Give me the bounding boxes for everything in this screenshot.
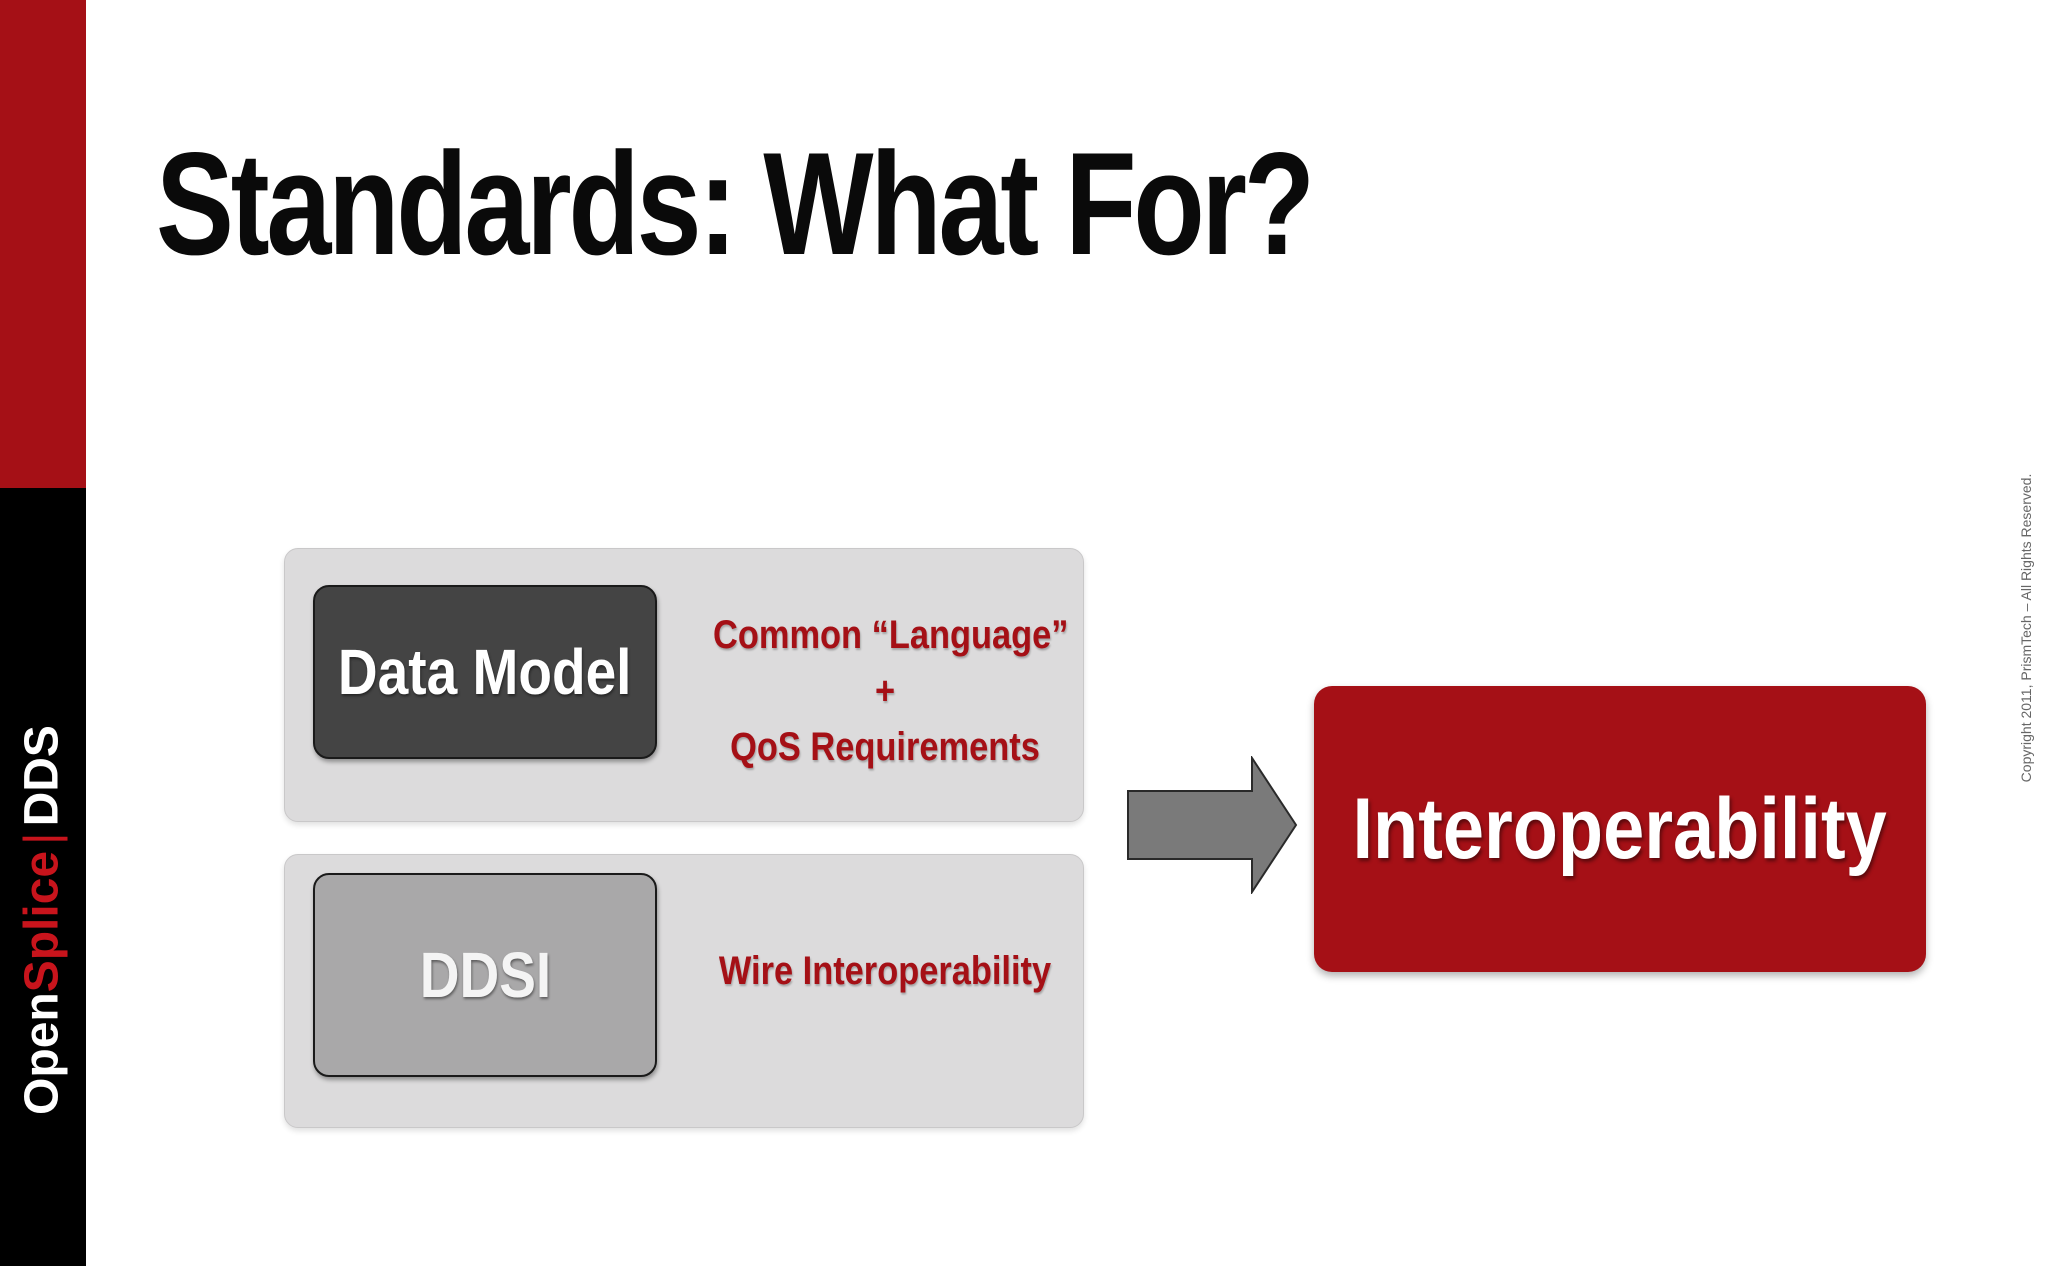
brand-logo: OpenSplice | DDS bbox=[15, 725, 70, 1115]
ddsi-label: DDSI bbox=[419, 939, 551, 1011]
interoperability-box: Interoperability bbox=[1314, 686, 1926, 972]
side-bar-black bbox=[0, 488, 86, 1266]
ddsi-panel: DDSI Wire Interoperability bbox=[284, 854, 1084, 1128]
brand-separator: | bbox=[15, 832, 69, 845]
brand-splice: Splice bbox=[15, 850, 69, 993]
ddsi-description: Wire Interoperability bbox=[718, 949, 1052, 993]
brand-product: DDS bbox=[15, 725, 69, 827]
data-model-description-line1: Common “Language” bbox=[713, 613, 1069, 657]
data-model-label: Data Model bbox=[338, 636, 632, 708]
slide-title: Standards: What For? bbox=[156, 122, 1315, 285]
interoperability-label: Interoperability bbox=[1352, 780, 1888, 877]
data-model-description-line3: QoS Requirements bbox=[730, 725, 1040, 769]
ddsi-block: DDSI bbox=[313, 873, 657, 1077]
data-model-panel: Data Model Common “Language” + QoS Requi… bbox=[284, 548, 1084, 822]
right-arrow-icon bbox=[1127, 756, 1298, 894]
data-model-description-plus: + bbox=[874, 669, 896, 713]
copyright-notice: Copyright 2011, PrismTech – All Rights R… bbox=[2018, 473, 2034, 783]
brand-open: Open bbox=[15, 992, 69, 1115]
data-model-description: Common “Language” + QoS Requirements bbox=[713, 607, 1069, 775]
side-bar-red bbox=[0, 0, 86, 488]
data-model-block: Data Model bbox=[313, 585, 657, 759]
